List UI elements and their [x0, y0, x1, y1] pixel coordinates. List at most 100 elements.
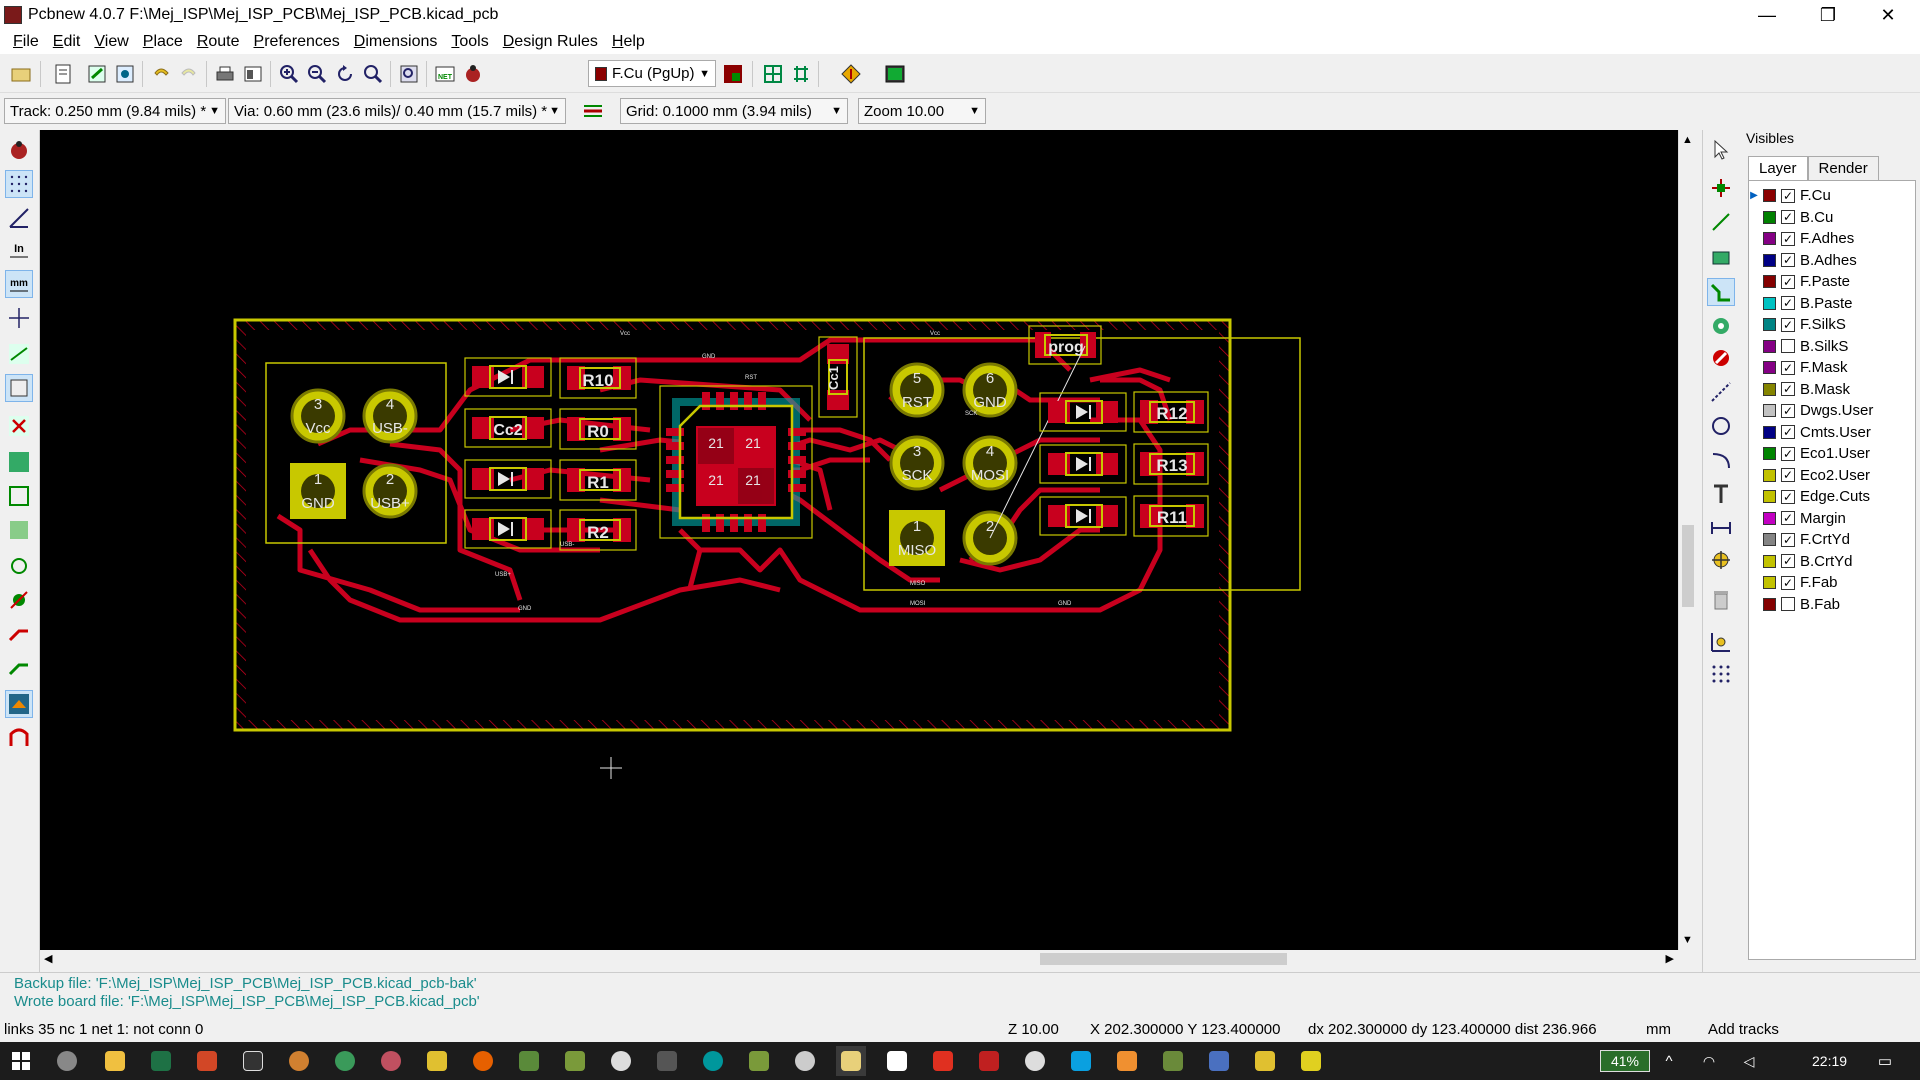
undo-icon[interactable] — [148, 61, 174, 87]
delete-icon[interactable] — [1707, 586, 1735, 614]
tab-render[interactable]: Render — [1807, 156, 1879, 180]
menu-help[interactable]: Help — [605, 33, 652, 51]
wifi-icon[interactable]: ◠ — [1702, 1052, 1716, 1069]
layer-row[interactable]: ✓B.Paste — [1749, 293, 1915, 314]
layer-color-swatch[interactable] — [1763, 253, 1776, 267]
plot-icon[interactable] — [240, 61, 266, 87]
zoom-in-icon[interactable] — [276, 61, 302, 87]
add-text-icon[interactable] — [1707, 480, 1735, 508]
zones-fill-icon[interactable] — [5, 516, 33, 544]
layer-row[interactable]: B.Fab — [1749, 594, 1915, 615]
taskbar-app-icon[interactable] — [1020, 1046, 1050, 1076]
set-origin-icon[interactable] — [1707, 628, 1735, 656]
layer-pair-icon[interactable] — [720, 61, 746, 87]
add-via-icon[interactable] — [1707, 312, 1735, 340]
show-module-ratsnest-icon[interactable] — [5, 374, 33, 402]
page-settings-icon[interactable] — [50, 61, 76, 87]
autoplace-icon[interactable] — [760, 61, 786, 87]
highlight-net-icon[interactable] — [1707, 174, 1735, 202]
menu-file[interactable]: File — [6, 33, 46, 51]
minimize-button[interactable]: — — [1758, 4, 1776, 25]
taskbar-app-icon[interactable] — [1296, 1046, 1326, 1076]
layer-visibility-checkbox[interactable]: ✓ — [1781, 210, 1795, 224]
taskbar-app-icon[interactable] — [52, 1046, 82, 1076]
redraw-icon[interactable] — [332, 61, 358, 87]
redo-icon[interactable] — [176, 61, 202, 87]
layer-visibility-checkbox[interactable]: ✓ — [1781, 253, 1795, 267]
layer-visibility-checkbox[interactable]: ✓ — [1781, 554, 1795, 568]
module-editor-icon[interactable] — [112, 61, 138, 87]
layer-color-swatch[interactable] — [1763, 511, 1776, 525]
select-tool-icon[interactable] — [1707, 136, 1735, 164]
drc-icon[interactable] — [460, 61, 486, 87]
taskbar-app-icon[interactable] — [974, 1046, 1004, 1076]
active-layer-select[interactable]: F.Cu (PgUp) ▼ — [588, 60, 716, 87]
taskbar-app-icon[interactable] — [1112, 1046, 1142, 1076]
polar-coords-icon[interactable] — [5, 204, 33, 232]
layer-row[interactable]: ✓B.Cu — [1749, 207, 1915, 228]
layer-row[interactable]: ✓F.Paste — [1749, 271, 1915, 292]
taskbar-app-icon[interactable] — [422, 1046, 452, 1076]
volume-icon[interactable]: ◁ — [1743, 1052, 1755, 1069]
scroll-up-icon[interactable]: ▲ — [1682, 134, 1693, 146]
layer-visibility-checkbox[interactable]: ✓ — [1781, 382, 1795, 396]
maximize-button[interactable]: ❐ — [1819, 4, 1837, 25]
find-icon[interactable] — [396, 61, 422, 87]
taskbar-app-icon[interactable] — [1158, 1046, 1188, 1076]
layer-row[interactable]: ✓B.Mask — [1749, 379, 1915, 400]
layer-visibility-checkbox[interactable]: ✓ — [1781, 188, 1795, 203]
autoroute-icon[interactable] — [788, 61, 814, 87]
local-ratsnest-icon[interactable] — [1707, 208, 1735, 236]
layers-manager-icon[interactable] — [5, 690, 33, 718]
taskbar-app-icon[interactable] — [790, 1046, 820, 1076]
taskbar-app-icon[interactable] — [882, 1046, 912, 1076]
zones-outline-icon[interactable] — [5, 482, 33, 510]
add-arc-icon[interactable] — [1707, 446, 1735, 474]
menu-design-rules[interactable]: Design Rules — [496, 33, 605, 51]
arduino-icon[interactable] — [698, 1046, 728, 1076]
vias-sketch-icon[interactable] — [5, 586, 33, 614]
track-width-select[interactable]: Track: 0.250 mm (9.84 mils) *▼ — [4, 98, 226, 124]
via-size-select[interactable]: Via: 0.60 mm (23.6 mils)/ 0.40 mm (15.7 … — [228, 98, 566, 124]
firefox-icon[interactable] — [468, 1046, 498, 1076]
add-dimension-icon[interactable] — [1707, 514, 1735, 542]
layer-row[interactable]: ✓Dwgs.User — [1749, 400, 1915, 421]
taskbar-app-icon[interactable] — [560, 1046, 590, 1076]
menu-dimensions[interactable]: Dimensions — [347, 33, 445, 51]
excel-icon[interactable] — [146, 1046, 176, 1076]
add-keepout-icon[interactable] — [1707, 344, 1735, 372]
layer-visibility-checkbox[interactable]: ✓ — [1781, 403, 1795, 418]
add-footprint-icon[interactable] — [1707, 244, 1735, 272]
close-button[interactable]: ✕ — [1880, 4, 1896, 25]
taskbar-clock[interactable]: 22:19 — [1812, 1053, 1848, 1069]
layer-visibility-checkbox[interactable]: ✓ — [1781, 274, 1795, 289]
layer-row[interactable]: ✓B.CrtYd — [1749, 551, 1915, 572]
layer-row[interactable]: ✓Eco1.User — [1749, 443, 1915, 464]
taskbar-app-icon[interactable] — [284, 1046, 314, 1076]
layer-row[interactable]: ✓Edge.Cuts — [1749, 486, 1915, 507]
menu-tools[interactable]: Tools — [444, 33, 495, 51]
layer-visibility-checkbox[interactable]: ✓ — [1781, 489, 1795, 504]
menu-route[interactable]: Route — [190, 33, 247, 51]
zoom-select[interactable]: Zoom 10.00▼ — [858, 98, 986, 124]
layer-visibility-checkbox[interactable]: ✓ — [1781, 425, 1795, 439]
pcb-canvas[interactable]: 3 Vcc 4 USB- 1 GND 2 USB+ Cc2 — [40, 130, 1678, 950]
units-mm-icon[interactable]: mm — [5, 270, 33, 298]
taskbar-app-icon[interactable] — [1066, 1046, 1096, 1076]
layer-visibility-checkbox[interactable]: ✓ — [1781, 231, 1795, 246]
layer-color-swatch[interactable] — [1763, 382, 1776, 396]
read-netlist-icon[interactable]: NET — [432, 61, 458, 87]
taskbar-app-icon[interactable] — [376, 1046, 406, 1076]
layer-color-swatch[interactable] — [1763, 361, 1776, 374]
python-console-icon[interactable] — [882, 61, 908, 87]
menu-place[interactable]: Place — [136, 33, 190, 51]
layer-visibility-checkbox[interactable] — [1781, 339, 1795, 353]
layer-row[interactable]: ✓Margin — [1749, 508, 1915, 529]
layer-color-swatch[interactable] — [1763, 210, 1776, 224]
taskbar-app-icon[interactable] — [744, 1046, 774, 1076]
grid-toggle-icon[interactable] — [5, 170, 33, 198]
layer-color-swatch[interactable] — [1763, 533, 1776, 546]
add-target-icon[interactable] — [1707, 546, 1735, 574]
layer-color-swatch[interactable] — [1763, 339, 1776, 353]
auto-track-width-icon[interactable] — [580, 98, 606, 124]
